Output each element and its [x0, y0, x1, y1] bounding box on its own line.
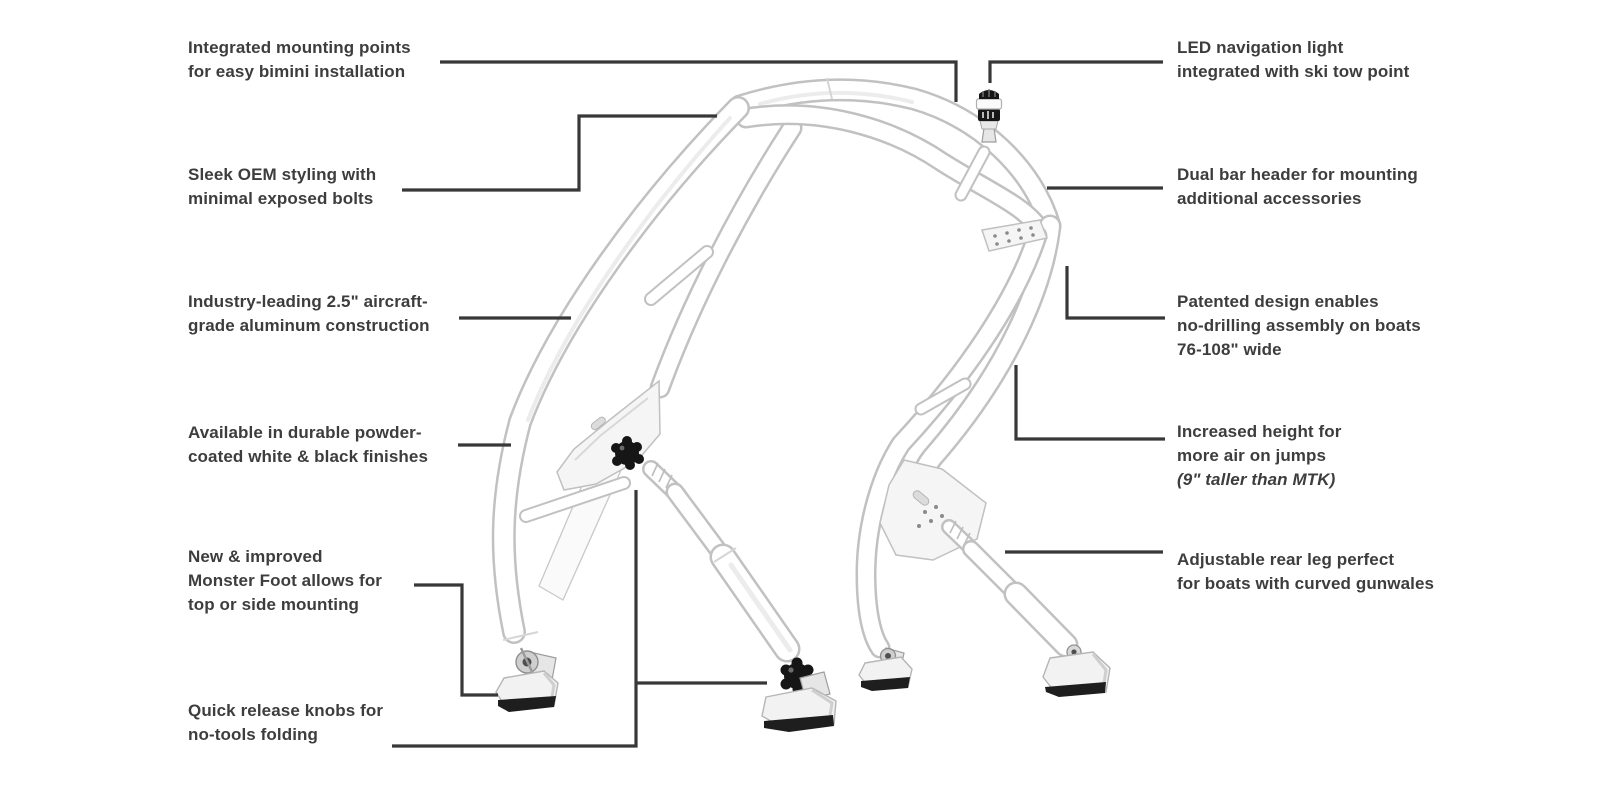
left-lower-rung: [519, 476, 631, 523]
label-line: Integrated mounting points: [188, 38, 411, 57]
label-line: Dual bar header for mounting: [1177, 165, 1418, 184]
label-line: LED navigation light: [1177, 38, 1344, 57]
rear-header-bar: [728, 77, 1062, 238]
label-line: additional accessories: [1177, 189, 1362, 208]
label-line: no-tools folding: [188, 725, 319, 744]
right-main-foot: [858, 647, 913, 691]
feature-label-dual-bar: Dual bar header for mounting additional …: [1177, 163, 1418, 211]
label-line: for easy bimini installation: [188, 62, 406, 81]
label-line: (9" taller than MTK): [1177, 470, 1336, 489]
feature-label-finishes: Available in durable powder- coated whit…: [188, 421, 428, 469]
label-line: Monster Foot allows for: [188, 571, 383, 590]
front-leg: [642, 460, 801, 663]
inner-left-tube: [649, 117, 803, 399]
label-line: minimal exposed bolts: [188, 189, 374, 208]
label-line: for boats with curved gunwales: [1177, 574, 1435, 593]
leader-bimini-mounts: [440, 60, 958, 102]
feature-label-height: Increased height for more air on jumps (…: [1177, 420, 1341, 492]
label-line: Quick release knobs for: [188, 701, 384, 720]
label-line: integrated with ski tow point: [1177, 62, 1410, 81]
label-line: grade aluminum construction: [188, 316, 430, 335]
label-line: no-drilling assembly on boats: [1177, 316, 1421, 335]
left-upper-rung: [644, 245, 714, 306]
feature-label-quick-release: Quick release knobs for no-tools folding: [188, 699, 383, 747]
rear-leg-foot: [1042, 651, 1111, 697]
leader-monster-foot: [414, 583, 498, 697]
leader-patented: [1065, 266, 1165, 320]
led-navigation-light: [975, 89, 1003, 143]
label-line: Sleek OEM styling with: [188, 165, 377, 184]
leader-led-light: [988, 60, 1163, 83]
label-line: 76-108" wide: [1177, 340, 1282, 359]
feature-label-bimini-mounts: Integrated mounting points for easy bimi…: [188, 36, 411, 84]
label-line: more air on jumps: [1177, 446, 1327, 465]
header-bolt-plate: [981, 219, 1049, 252]
quick-release-knob-left: [611, 436, 644, 470]
leader-quick-release: [392, 490, 638, 748]
adjustable-rear-leg: [941, 519, 1082, 660]
label-line: New & improved: [188, 547, 323, 566]
front-header-bar: [735, 104, 1051, 241]
right-rung: [914, 377, 972, 416]
feature-label-monster-foot: New & improved Monster Foot allows for t…: [188, 545, 382, 617]
feature-label-aluminum: Industry-leading 2.5" aircraft- grade al…: [188, 290, 430, 338]
feature-label-patented: Patented design enables no-drilling asse…: [1177, 290, 1421, 362]
label-line: top or side mounting: [188, 595, 360, 614]
feature-label-rear-leg: Adjustable rear leg perfect for boats wi…: [1177, 548, 1434, 596]
label-line: Patented design enables: [1177, 292, 1379, 311]
label-line: Industry-leading 2.5" aircraft-: [188, 292, 428, 311]
wakeboard-tower-illustration: [491, 77, 1111, 732]
leader-height: [1014, 365, 1165, 441]
monster-foot-left: [495, 647, 559, 712]
left-gusset-plate: [556, 379, 661, 491]
header-rung: [954, 145, 991, 202]
label-line: Available in durable powder-: [188, 423, 422, 442]
feature-label-led-light: LED navigation light integrated with ski…: [1177, 36, 1409, 84]
leader-oem-styling: [402, 114, 717, 192]
outer-left-tube: [491, 96, 750, 644]
label-line: coated white & black finishes: [188, 447, 429, 466]
inner-right-tube: [855, 225, 1048, 659]
feature-label-oem-styling: Sleek OEM styling with minimal exposed b…: [188, 163, 376, 211]
label-line: Adjustable rear leg perfect: [1177, 550, 1395, 569]
leader-lines: [392, 60, 1165, 748]
label-line: Increased height for: [1177, 422, 1342, 441]
monster-foot-front: [761, 671, 837, 732]
